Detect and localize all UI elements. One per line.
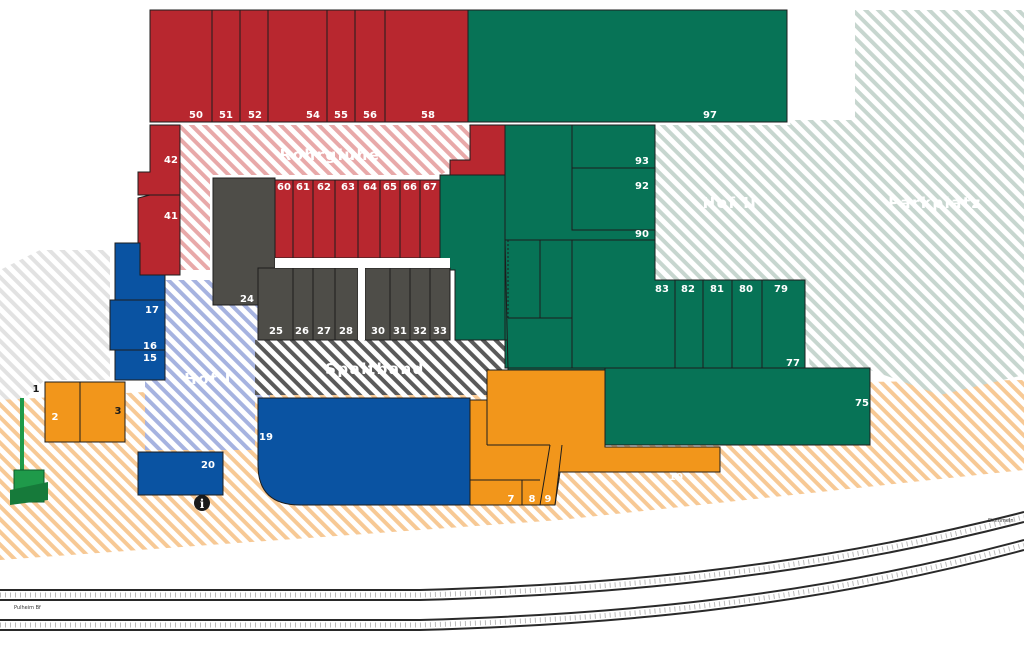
building-number-10[interactable]: 10: [669, 472, 683, 483]
building-number-61[interactable]: 61: [296, 182, 310, 193]
building-orange-2: [44, 381, 81, 443]
building-number-19[interactable]: 19: [259, 432, 273, 443]
building-number-93[interactable]: 93: [635, 156, 649, 167]
rail-label-left: Pulheim Bf: [14, 605, 41, 611]
building-number-75[interactable]: 75: [855, 398, 869, 409]
building-number-67[interactable]: 67: [423, 182, 437, 193]
red-buildings: [137, 9, 506, 276]
building-gray-30-33: [364, 267, 451, 341]
building-number-8[interactable]: 8: [529, 494, 536, 505]
building-number-42[interactable]: 42: [164, 155, 178, 166]
building-number-97[interactable]: 97: [703, 110, 717, 121]
building-number-80[interactable]: 80: [739, 284, 753, 295]
building-number-65[interactable]: 65: [383, 182, 397, 193]
building-number-62[interactable]: 62: [317, 182, 331, 193]
building-number-15[interactable]: 15: [143, 353, 157, 364]
building-number-52[interactable]: 52: [248, 110, 262, 121]
building-number-92[interactable]: 92: [635, 181, 649, 192]
building-number-7[interactable]: 7: [508, 494, 515, 505]
building-number-63[interactable]: 63: [341, 182, 355, 193]
building-number-24[interactable]: 24: [240, 294, 254, 305]
railway: Pulheim Bf Stommeln: [0, 511, 1024, 631]
building-orange-7-10: [469, 369, 721, 506]
street-label: Rommerskirchener Strasse: [359, 538, 612, 556]
area-label-parkplatz: Parkplatz: [888, 194, 982, 212]
building-blue-15-17: [109, 242, 166, 381]
building-number-79[interactable]: 79: [774, 284, 788, 295]
building-orange-3: [79, 381, 126, 443]
building-number-3[interactable]: 3: [115, 406, 122, 417]
blue-buildings: [109, 242, 471, 506]
building-green-93-92: [571, 124, 656, 231]
building-number-90[interactable]: 90: [635, 229, 649, 240]
building-number-9[interactable]: 9: [545, 494, 552, 505]
building-number-41[interactable]: 41: [164, 211, 178, 222]
building-number-55[interactable]: 55: [334, 110, 348, 121]
building-red-42: [137, 124, 181, 196]
building-number-2[interactable]: 2: [52, 412, 59, 423]
building-number-30[interactable]: 30: [371, 326, 385, 337]
hatch-hof1: [145, 280, 270, 450]
info-icon[interactable]: i: [194, 495, 210, 511]
building-number-31[interactable]: 31: [393, 326, 407, 337]
hatch-area-west: [0, 250, 110, 420]
building-number-51[interactable]: 51: [219, 110, 233, 121]
area-label-hof2: Hof II: [703, 194, 758, 212]
building-number-27[interactable]: 27: [317, 326, 331, 337]
gray-buildings: [212, 177, 451, 341]
building-number-17[interactable]: 17: [145, 305, 159, 316]
orange-buildings: [44, 369, 721, 506]
building-number-81[interactable]: 81: [710, 284, 724, 295]
building-number-32[interactable]: 32: [413, 326, 427, 337]
building-number-82[interactable]: 82: [681, 284, 695, 295]
building-numbers: 1 2 3 7 8 9 10 15 16 17 19 20 24 25 26 2…: [33, 110, 869, 505]
building-number-60[interactable]: 60: [277, 182, 291, 193]
building-number-58[interactable]: 58: [421, 110, 435, 121]
building-number-66[interactable]: 66: [403, 182, 417, 193]
svg-text:i: i: [200, 497, 205, 511]
building-number-25[interactable]: 25: [269, 326, 283, 337]
building-number-16[interactable]: 16: [143, 341, 157, 352]
building-number-77[interactable]: 77: [786, 358, 800, 369]
building-green-75: [604, 367, 871, 446]
building-blue-19: [257, 397, 471, 506]
building-number-50[interactable]: 50: [189, 110, 203, 121]
rail-label-right: Stommeln: [988, 518, 1014, 524]
hatch-rohrgluehe: [180, 125, 470, 270]
hatch-spaltband: [255, 340, 505, 395]
building-green-south: [504, 239, 806, 369]
building-red-41: [137, 194, 181, 276]
entrance-sign: [10, 398, 48, 505]
building-number-28[interactable]: 28: [339, 326, 353, 337]
building-number-1[interactable]: 1: [33, 384, 40, 395]
green-buildings: [439, 9, 871, 446]
building-number-56[interactable]: 56: [363, 110, 377, 121]
area-label-rohrgluehe: Rohrglühe: [280, 146, 381, 164]
building-number-26[interactable]: 26: [295, 326, 309, 337]
building-number-83[interactable]: 83: [655, 284, 669, 295]
building-green-97: [467, 9, 788, 123]
building-number-33[interactable]: 33: [433, 326, 447, 337]
area-label-hof1: Hof I: [184, 370, 232, 388]
building-red-north: [149, 9, 469, 123]
building-number-64[interactable]: 64: [363, 182, 377, 193]
building-number-20[interactable]: 20: [201, 460, 215, 471]
building-blue-20: [137, 451, 224, 496]
area-label-spaltband: Spaltband: [325, 360, 425, 378]
building-number-54[interactable]: 54: [306, 110, 320, 121]
